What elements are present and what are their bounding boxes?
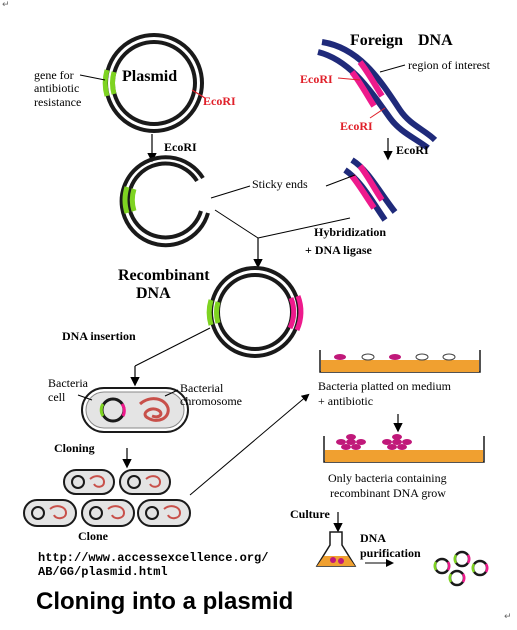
label-ecori-foreign-2: EcoRI bbox=[340, 119, 373, 133]
label-cloning: Cloning bbox=[54, 441, 95, 455]
label-resistance: resistance bbox=[34, 95, 82, 109]
source-url-line-1: http://www.accessexcellence.org/ bbox=[38, 551, 269, 565]
label-sticky-ends: Sticky ends bbox=[252, 177, 308, 191]
label-dna-ligase: + DNA ligase bbox=[305, 243, 372, 257]
label-clone: Clone bbox=[78, 529, 108, 543]
label-dna-purif-1: DNA bbox=[360, 531, 386, 545]
label-culture: Culture bbox=[290, 507, 330, 521]
plasmid-ring-icon bbox=[206, 266, 304, 358]
purified-plasmids-icon bbox=[433, 550, 489, 587]
insert-fragment-icon bbox=[325, 157, 398, 222]
label-antibiotic: antibiotic bbox=[34, 81, 80, 95]
flask-icon bbox=[315, 531, 357, 567]
label-only-2: recombinant DNA grow bbox=[330, 486, 446, 500]
label-ecori-plasmid: EcoRI bbox=[203, 94, 236, 108]
label-dna-purif-2: purification bbox=[360, 546, 421, 560]
label-recombinant: Recombinant bbox=[118, 267, 210, 284]
label-platted-1: Bacteria platted on medium bbox=[318, 379, 451, 393]
label-ecori-foreign-1: EcoRI bbox=[300, 72, 333, 86]
label-only-1: Only bacteria containing bbox=[328, 471, 447, 485]
label-ecori-step-right: EcoRI bbox=[396, 143, 429, 157]
label-ecori-step-left: EcoRI bbox=[164, 140, 197, 154]
label-foreign-dna: DNA bbox=[418, 32, 453, 49]
label-bacteria: Bacteria bbox=[48, 376, 88, 390]
label-plasmid: Plasmid bbox=[122, 68, 178, 85]
foreign-dna-strand-icon bbox=[317, 39, 438, 151]
return-mark: ↵ bbox=[2, 0, 10, 10]
label-chromosome: chromosome bbox=[180, 394, 242, 408]
label-foreign: Foreign bbox=[350, 32, 404, 49]
petri-dish-icon bbox=[319, 350, 481, 373]
label-hybridization: Hybridization bbox=[314, 225, 387, 239]
bacteria-cell-icon bbox=[77, 387, 189, 433]
clone-cells bbox=[23, 469, 191, 527]
cut-plasmid-icon bbox=[119, 155, 251, 248]
arrow-icon bbox=[214, 209, 351, 269]
label-region-of-interest: region of interest bbox=[408, 58, 490, 72]
label-bacterial: Bacterial bbox=[180, 381, 224, 395]
source-url-line-2: AB/GG/plasmid.html bbox=[38, 565, 168, 579]
page-title: Cloning into a plasmid bbox=[36, 588, 294, 615]
label-dna-insertion: DNA insertion bbox=[62, 329, 136, 343]
label-recombinant-dna: DNA bbox=[136, 285, 171, 302]
arrow-icon bbox=[130, 327, 211, 387]
plasmid-ring-icon bbox=[79, 33, 206, 133]
arrow-icon bbox=[189, 393, 310, 496]
return-mark: ↵ bbox=[504, 612, 512, 622]
label-cell: cell bbox=[48, 390, 66, 404]
label-platted-2: + antibiotic bbox=[318, 394, 374, 408]
arrow-icon bbox=[147, 134, 393, 163]
petri-dish-icon bbox=[323, 434, 485, 463]
label-gene-for: gene for bbox=[34, 68, 74, 82]
